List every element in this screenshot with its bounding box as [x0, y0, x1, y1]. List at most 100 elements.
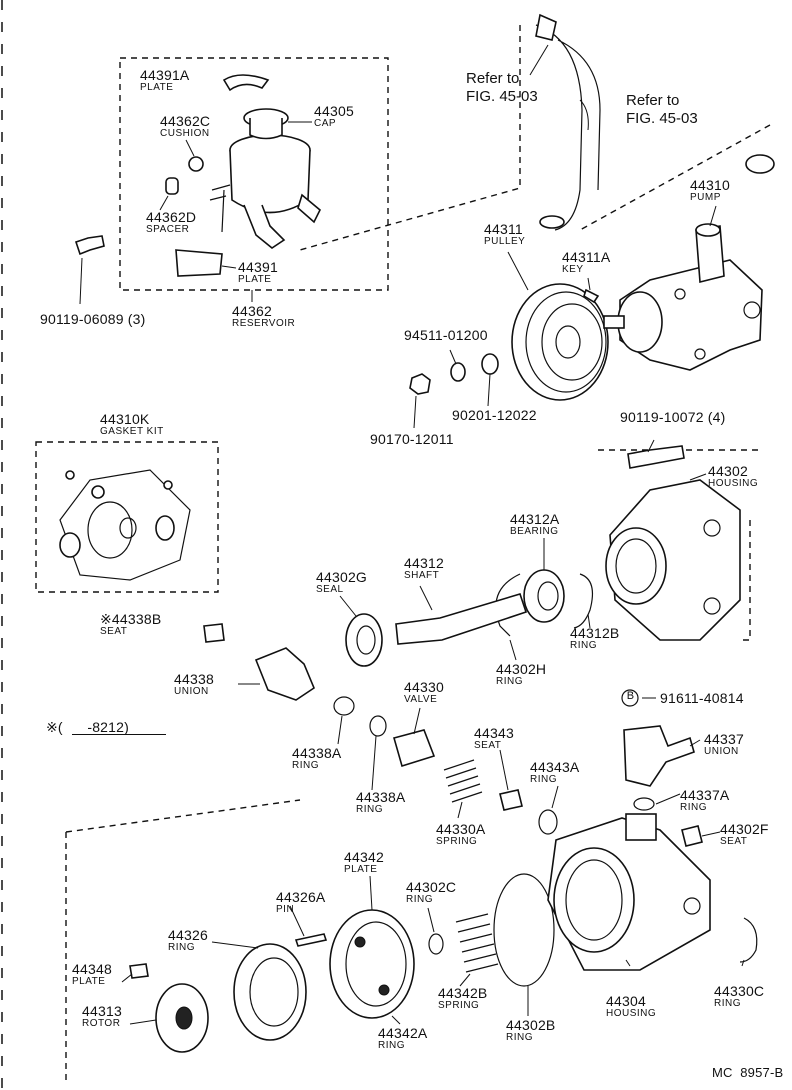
ring-44338a-1-shape — [333, 696, 355, 716]
part-number: 44326A — [276, 889, 326, 905]
part-number: 44302F — [720, 821, 769, 837]
part-name: ROTOR — [82, 1018, 121, 1029]
part-name: PLATE — [72, 976, 106, 987]
part-number: 44338A — [356, 789, 406, 805]
part-name: RING — [530, 774, 557, 785]
part-name: RING — [570, 640, 597, 651]
seat-44338b-shape — [203, 623, 225, 643]
union-44338-shape — [254, 647, 315, 701]
spacer-shape — [165, 177, 179, 195]
ring-44337a-shape — [633, 797, 655, 811]
plate-44342-shape — [329, 909, 415, 1019]
spring-44330a-shape — [443, 759, 483, 803]
part-name: RING — [680, 802, 707, 813]
part-number: 44304 — [606, 993, 646, 1009]
plate-44391a-shape — [222, 74, 270, 92]
part-number: 44311 — [484, 221, 523, 237]
ring-44302c-shape — [428, 933, 444, 955]
part-number: 44302B — [506, 1017, 556, 1033]
part-name: GASKET KIT — [100, 426, 164, 437]
part-name: RING — [168, 942, 195, 953]
part-name: PUMP — [690, 192, 721, 203]
figure-code: MC 8957-B — [712, 1065, 784, 1080]
part-number: 44305 — [314, 103, 354, 119]
snap-ring-44312b-shape — [573, 573, 593, 629]
part-number: 44362C — [160, 113, 211, 129]
bolt-10072-shape — [627, 445, 685, 469]
washer-90201-shape — [481, 353, 499, 375]
refer-note-right: Refer to FIG. 45-03 — [626, 92, 698, 128]
part-name: VALVE — [404, 694, 438, 705]
part-number: 44342B — [438, 985, 488, 1001]
part-number: 44312B — [570, 625, 620, 641]
part-name: RING — [292, 760, 319, 771]
part-number: 44342 — [344, 849, 384, 865]
part-number: 44362 — [232, 303, 272, 319]
pin-shape — [294, 933, 328, 947]
part-number: 44311A — [562, 249, 611, 265]
part-number: ※44338B — [100, 611, 162, 627]
part-number: 44312A — [510, 511, 560, 527]
seat-44302f-shape — [681, 825, 703, 847]
seal-shape — [345, 613, 383, 667]
valve-shape — [393, 729, 436, 768]
part-number: 44302H — [496, 661, 547, 677]
refer-note-left-line2: FIG. 45-03 — [466, 88, 538, 105]
gasket-kit-shape — [59, 469, 191, 581]
part-name: RING — [356, 804, 383, 815]
refer-note-left: Refer to FIG. 45-03 — [466, 70, 538, 106]
callout-90119-06089: 90119-06089 (3) — [40, 312, 145, 326]
hose-shape — [535, 24, 601, 231]
part-name: BEARING — [510, 526, 559, 537]
part-number: 44362D — [146, 209, 197, 225]
part-number: 44338 — [174, 671, 214, 687]
part-number: 44310 — [690, 177, 730, 193]
part-number: 44313 — [82, 1003, 122, 1019]
bolt-shape — [74, 235, 105, 256]
refer-note-right-line1: Refer to — [626, 92, 680, 109]
pulley-shape — [511, 283, 609, 401]
part-name: CUSHION — [160, 128, 210, 139]
part-name: HOUSING — [708, 478, 759, 489]
part-name: PIN — [276, 904, 295, 915]
part-number: 44343 — [474, 725, 514, 741]
part-name: RING — [496, 676, 523, 687]
bearing-shape — [523, 569, 565, 623]
bolt-b-symbol: B — [626, 690, 635, 702]
snap-ring-44330c-shape — [739, 917, 758, 963]
ring-44343a-shape — [538, 809, 558, 835]
part-number: 44337A — [680, 787, 730, 803]
plate-44348-shape — [129, 963, 149, 979]
part-name: SEAT — [474, 740, 502, 751]
part-name: SEAT — [100, 626, 128, 637]
callout-90201-12022: 90201-12022 — [452, 408, 537, 422]
part-number: 44343A — [530, 759, 580, 775]
part-number: 44330A — [436, 821, 486, 837]
cushion-shape — [188, 156, 204, 172]
part-name: RESERVOIR — [232, 318, 296, 329]
washer-94511-shape — [450, 362, 466, 382]
part-name: RING — [506, 1032, 533, 1043]
part-number: 90119-10072 (4) — [620, 409, 726, 425]
key-shape — [583, 288, 600, 304]
